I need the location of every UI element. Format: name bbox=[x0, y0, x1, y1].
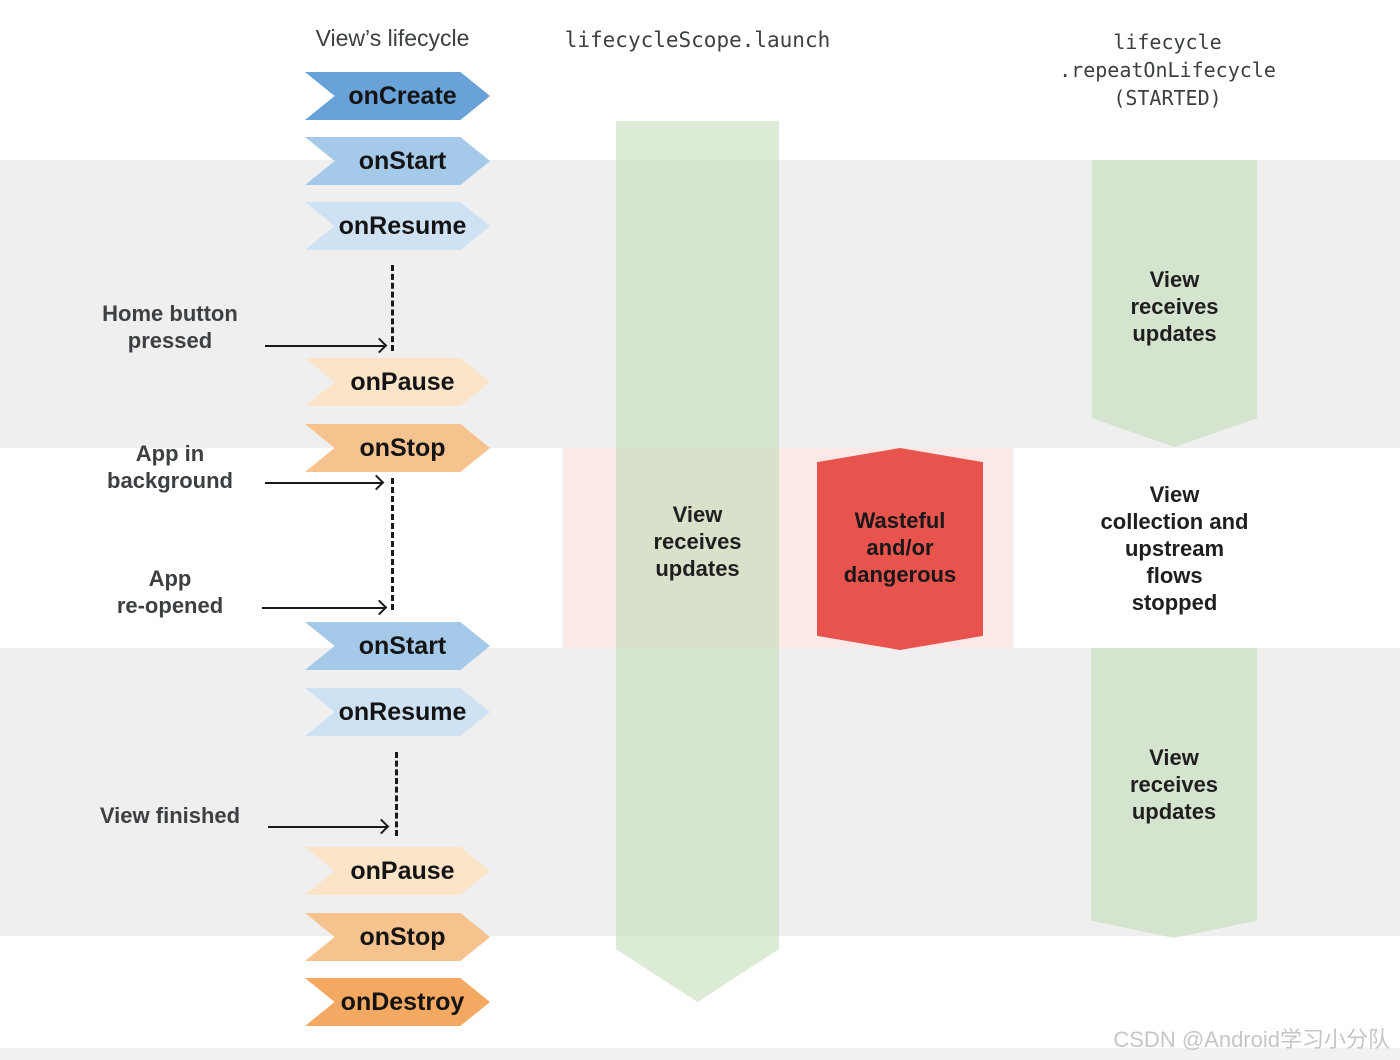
background-stripe bbox=[0, 1048, 1400, 1060]
annotation-arrow bbox=[262, 607, 385, 609]
lifecycle-step-onpause: onPause bbox=[305, 358, 490, 406]
dashed-connector bbox=[395, 752, 398, 836]
warning-banner-label: Wasteful and/or dangerous bbox=[843, 508, 957, 587]
warning-banner bbox=[817, 448, 983, 650]
annotation-line: View finished bbox=[99, 803, 241, 828]
scope-band-label: View receives updates bbox=[653, 502, 742, 581]
lifecycle-step-label: onDestroy bbox=[340, 987, 465, 1016]
lifecycle-step-onpause-2: onPause bbox=[305, 847, 490, 895]
annotation-line: App in bbox=[135, 441, 205, 466]
lifecycle-step-label: onResume bbox=[338, 697, 467, 726]
annotation-arrow bbox=[265, 345, 385, 347]
repeat-stopped-label: View collection and upstream flows stopp… bbox=[1100, 482, 1249, 615]
lifecycle-step-oncreate: onCreate bbox=[305, 72, 490, 120]
dashed-connector bbox=[391, 265, 394, 351]
annotation-app-in-background: App in background bbox=[60, 440, 280, 494]
dashed-connector bbox=[391, 478, 394, 610]
lifecycle-step-onstop-2: onStop bbox=[305, 913, 490, 961]
repeatonlifecycle-band-top bbox=[1092, 160, 1257, 447]
lifecycle-step-label: onStart bbox=[358, 631, 447, 660]
lifecycle-step-label: onPause bbox=[350, 856, 455, 885]
lifecycle-step-label: onCreate bbox=[348, 81, 457, 110]
lifecycle-step-onresume: onResume bbox=[305, 202, 490, 250]
annotation-arrow bbox=[265, 482, 382, 484]
annotation-line: App bbox=[148, 566, 192, 591]
repeat-band-bottom-label: View receives updates bbox=[1129, 745, 1219, 824]
lifecycle-step-label: onResume bbox=[338, 211, 467, 240]
repeatonlifecycle-band-bottom bbox=[1091, 648, 1257, 938]
lifecycle-step-label: onStop bbox=[359, 922, 446, 951]
lifecycle-step-onstart: onStart bbox=[305, 137, 490, 185]
annotation-line: re-opened bbox=[116, 593, 224, 618]
annotation-line: pressed bbox=[127, 328, 213, 353]
annotation-home-button-pressed: Home button pressed bbox=[60, 300, 280, 354]
annotation-line: Home button bbox=[102, 301, 238, 326]
column-header-repeatonlifecycle: lifecycle .repeatOnLifecycle (STARTED) bbox=[1059, 30, 1276, 110]
watermark: CSDN @Android学习小分队 bbox=[1113, 1027, 1390, 1052]
repeat-band-top-label: View receives updates bbox=[1130, 267, 1219, 346]
annotation-line: background bbox=[107, 468, 233, 493]
lifecyclescope-band bbox=[616, 121, 779, 1002]
lifecycle-step-onresume-2: onResume bbox=[305, 688, 490, 736]
annotation-arrow bbox=[268, 826, 387, 828]
column-header-view-lifecycle: View’s lifecycle bbox=[315, 25, 470, 51]
lifecycle-step-label: onStop bbox=[359, 433, 446, 462]
lifecycle-step-ondestroy: onDestroy bbox=[305, 978, 490, 1026]
lifecycle-step-onstop: onStop bbox=[305, 424, 490, 472]
lifecycle-step-onstart-2: onStart bbox=[305, 622, 490, 670]
column-header-lifecyclescope-launch: lifecycleScope.launch bbox=[564, 28, 831, 52]
annotation-app-reopened: App re-opened bbox=[60, 565, 280, 619]
lifecycle-step-label: onStart bbox=[358, 146, 447, 175]
annotation-view-finished: View finished bbox=[60, 802, 280, 829]
lifecycle-step-label: onPause bbox=[350, 367, 455, 396]
